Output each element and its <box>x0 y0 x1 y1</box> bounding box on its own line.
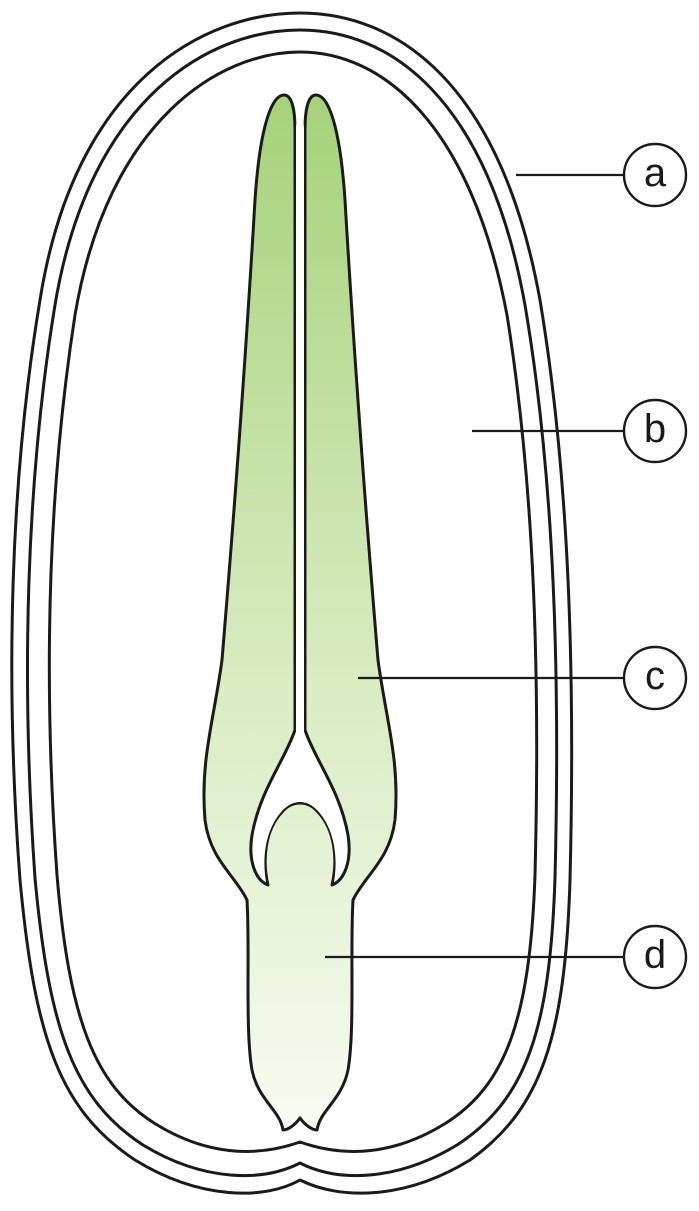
label-b-text: b <box>644 407 666 451</box>
label-a-text: a <box>644 151 667 195</box>
label-c: c <box>624 647 686 709</box>
label-d-text: d <box>644 933 666 977</box>
label-a: a <box>624 144 686 206</box>
label-b: b <box>624 400 686 462</box>
label-c-text: c <box>645 654 665 698</box>
label-d: d <box>624 926 686 988</box>
